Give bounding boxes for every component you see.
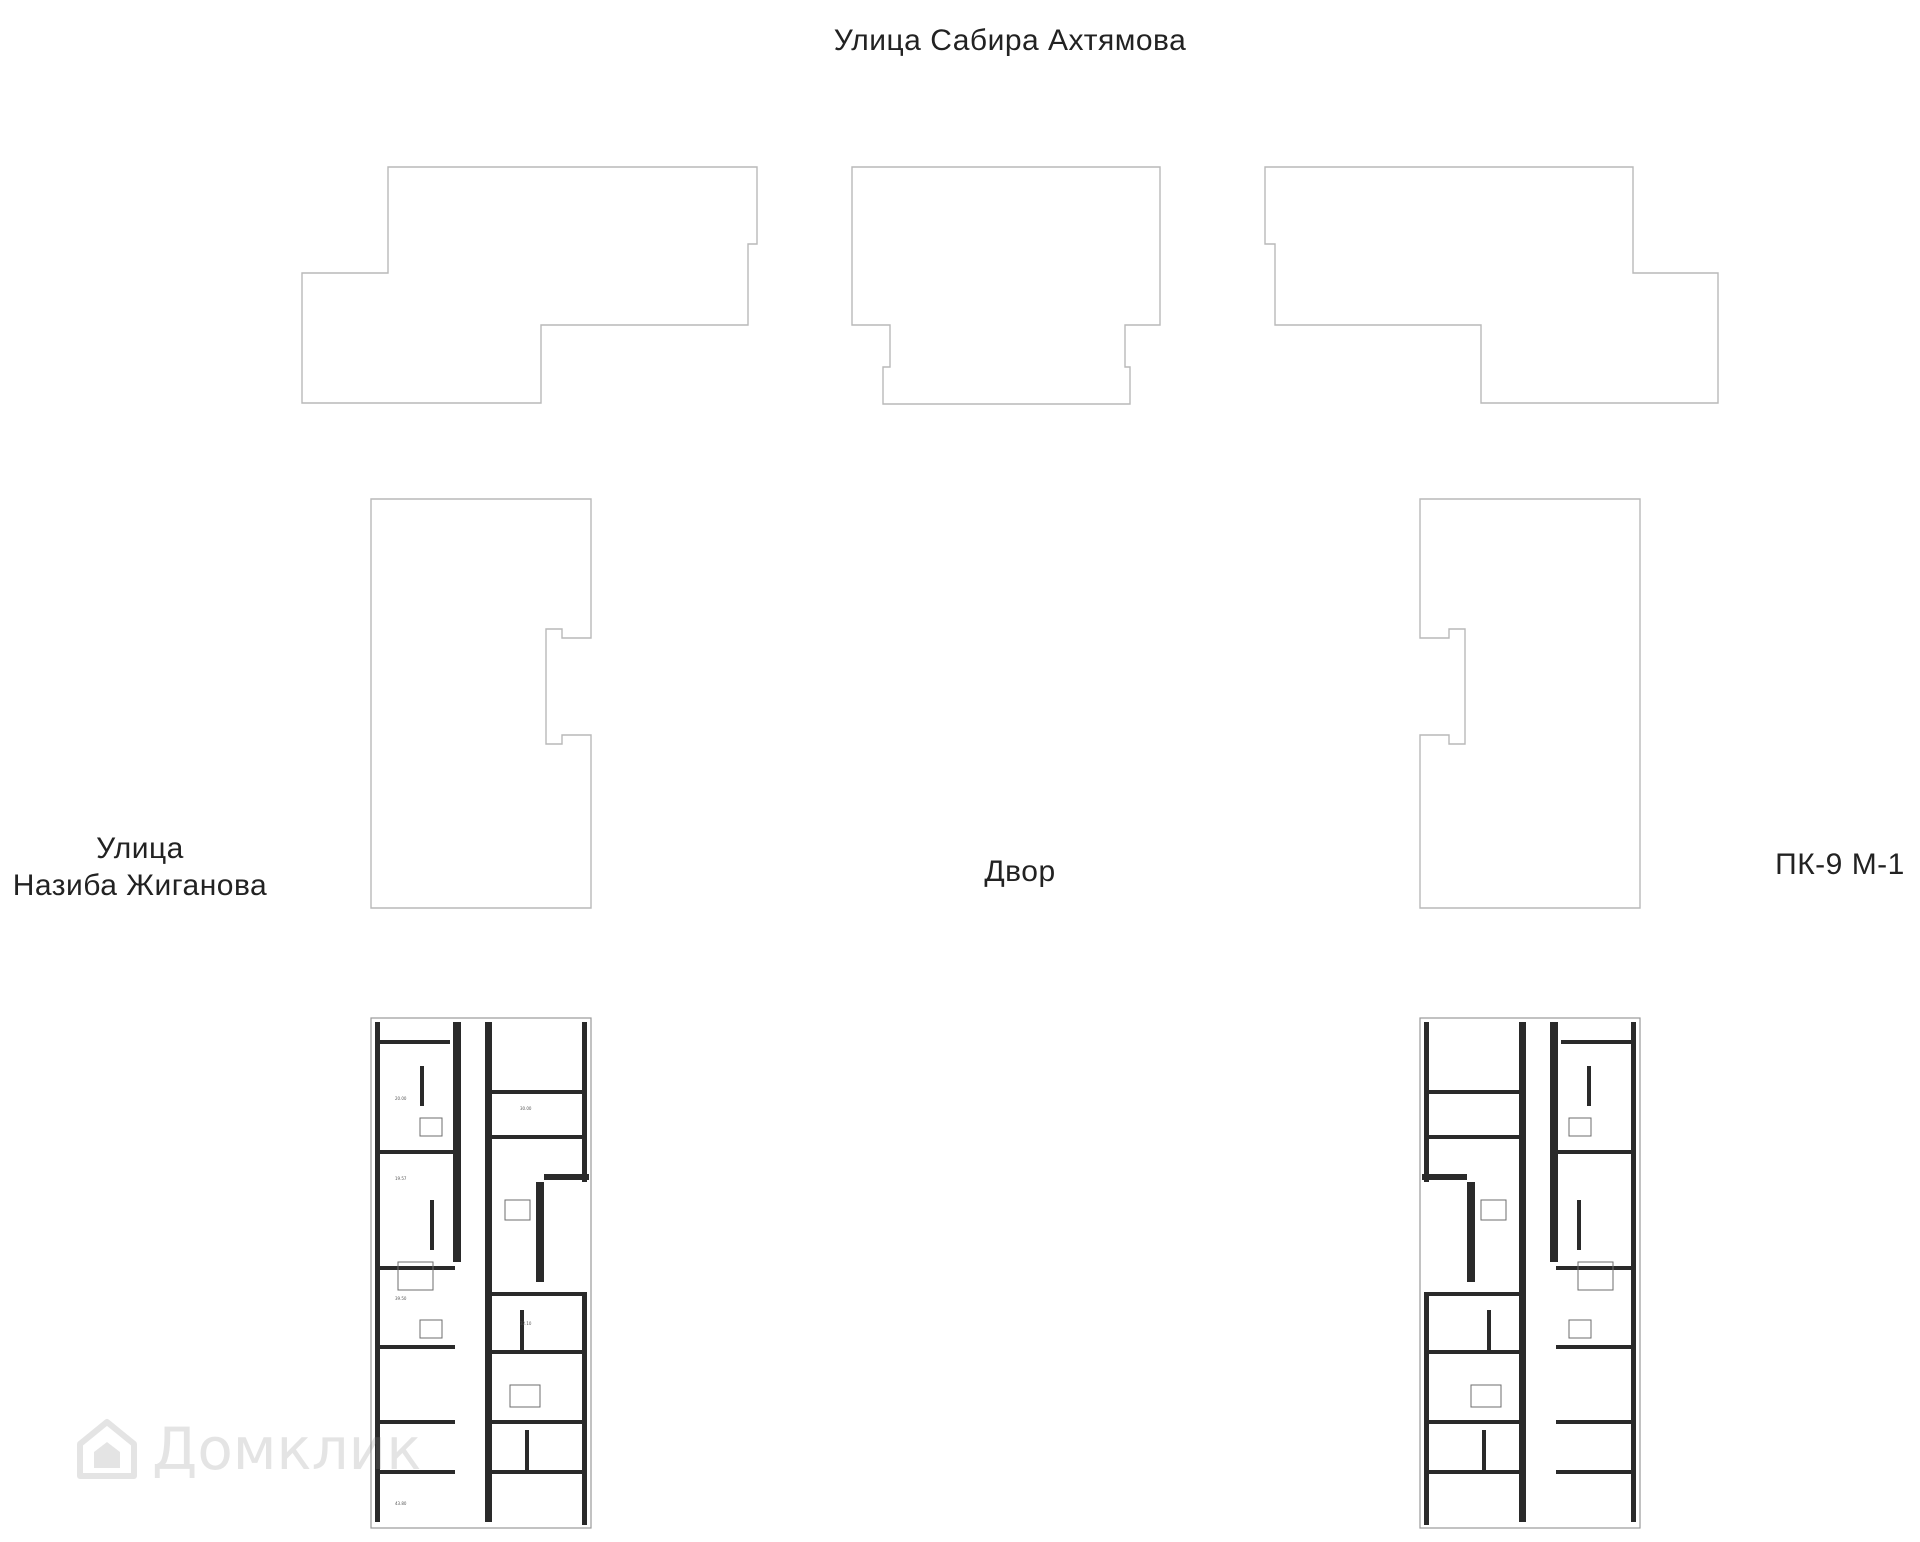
floor-plan-left[interactable]: 20.00 30.00 19.57 32.10 39.50 43.80 [370,1017,592,1529]
street-label-left-line2: Назиба Жиганова [12,869,268,902]
street-label-left-line1: Улица [96,832,184,865]
svg-text:32.10: 32.10 [520,1321,532,1326]
building-outline-top-left[interactable] [301,166,758,404]
floor-plan-right[interactable] [1419,1017,1641,1529]
building-outlines [301,166,1719,909]
watermark: Домклик [76,1415,421,1483]
building-outline-top-center[interactable] [851,166,1161,405]
house-logo-icon [77,1419,137,1479]
svg-text:20.00: 20.00 [395,1096,407,1101]
building-outline-left[interactable] [370,498,592,909]
svg-text:43.80: 43.80 [395,1501,407,1506]
building-outline-top-right[interactable] [1264,166,1719,404]
building-outline-right[interactable] [1419,498,1641,909]
street-label-top: Улица Сабира Ахтямова [833,24,1187,57]
street-label-left: Улица Назиба Жиганова [0,830,280,904]
svg-text:39.50: 39.50 [395,1296,407,1301]
watermark-text: Домклик [152,1415,422,1483]
section-label: ПК-9 М-1 [1775,848,1905,881]
svg-text:19.57: 19.57 [395,1176,407,1181]
svg-text:30.00: 30.00 [520,1106,532,1111]
yard-label: Двор [984,855,1056,888]
